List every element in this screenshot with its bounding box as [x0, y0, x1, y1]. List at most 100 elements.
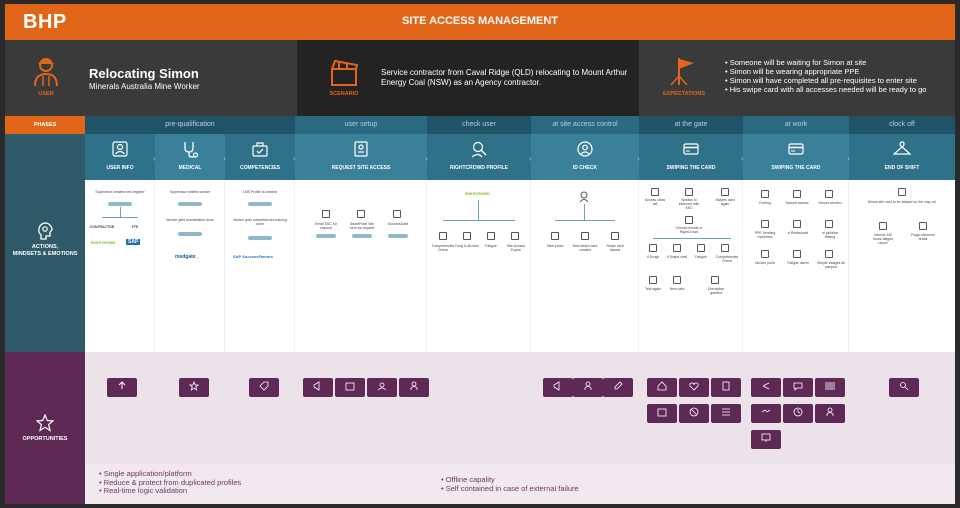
document-icon	[722, 381, 730, 391]
medgate-logo: medgate_	[175, 254, 199, 260]
edit-icon	[614, 381, 623, 390]
expectations-list: • Someone will be waiting for Simon at s…	[725, 58, 926, 94]
page-title: SITE ACCESS MANAGEMENT	[401, 15, 559, 27]
step-label: COMPETENCIES	[239, 165, 280, 171]
expectations-section: EXPECTATIONS • Someone will be waiting f…	[639, 40, 955, 116]
competencies-icon	[252, 142, 268, 157]
worker-icon	[34, 58, 58, 87]
opportunity-card[interactable]	[179, 378, 209, 397]
detail-competencies: LMS Profile is created Worker gets compe…	[225, 180, 295, 352]
end-shift-note: Flags minimum break	[911, 233, 935, 241]
work-activity: Fueling	[759, 201, 771, 205]
end-shift-note: Informs 240 hours fatigue report	[872, 233, 894, 245]
step-label: USER INFO	[106, 165, 134, 171]
opportunity-card[interactable]	[751, 404, 781, 423]
step-label: MEDICAL	[178, 165, 202, 171]
phase-at-the-gate: at the gate	[639, 116, 743, 134]
opportunity-card[interactable]	[751, 378, 781, 397]
opportunity-card[interactable]	[603, 378, 633, 397]
step-request-site-access: REQUEST SITE ACCESS	[295, 134, 427, 180]
fuel-icon	[761, 190, 769, 198]
barcode-icon	[825, 382, 835, 390]
opportunity-card[interactable]	[399, 378, 429, 397]
opportunity-card[interactable]	[543, 378, 573, 397]
summary-item: Single application/platform	[99, 469, 241, 479]
sap-logo: SAP	[126, 239, 141, 245]
summary-left-list: Single application/platform Reduce & pro…	[99, 469, 242, 496]
successgate-icon	[393, 210, 401, 218]
email-icon	[322, 210, 330, 218]
opportunity-card[interactable]	[679, 378, 709, 397]
opportunity-card[interactable]	[367, 378, 397, 397]
work-activity: Secure section	[818, 201, 842, 205]
badges-icon	[825, 250, 833, 258]
summary-item: Self contained in case of external failu…	[441, 484, 579, 494]
opportunity-card[interactable]	[711, 404, 741, 423]
star-icon	[189, 381, 199, 391]
special-access-icon	[793, 190, 801, 198]
sharepoint-icon	[357, 210, 365, 218]
connector-line	[555, 220, 615, 221]
opportunity-card[interactable]	[815, 378, 845, 397]
detail-end-of-shift: Drives site card to be swiped on the way…	[849, 180, 955, 352]
expectations-label: EXPECTATIONS	[663, 91, 705, 97]
id-check-step: Take photo	[546, 244, 564, 248]
opportunity-card[interactable]	[573, 378, 603, 397]
profile-check: Fatigue	[485, 244, 497, 248]
opportunity-card[interactable]	[335, 378, 365, 397]
person-icon	[826, 407, 834, 416]
opportunity-card[interactable]	[889, 378, 919, 397]
opportunity-card[interactable]	[647, 378, 677, 397]
opportunities-label-text: OPPORTUNITIES	[22, 436, 68, 442]
no-entry-icon	[689, 407, 699, 417]
profile-search-icon	[471, 141, 487, 158]
megaphone-icon	[553, 381, 560, 391]
opportunity-card[interactable]	[303, 378, 333, 397]
step-swiping-card-work: SWIPING THE CARD	[743, 134, 849, 180]
gate-outcome: Test again	[645, 287, 661, 291]
opportunity-card[interactable]	[249, 378, 279, 397]
work-activity: In pit/drive testing	[821, 231, 839, 239]
opportunity-card[interactable]	[647, 404, 677, 423]
opportunity-card[interactable]	[751, 430, 781, 449]
step-label: RIGHTCROWD PROFILE	[449, 165, 509, 171]
connector-line	[653, 238, 731, 239]
opportunity-card[interactable]	[711, 378, 741, 397]
arrow-icon: ›	[847, 154, 850, 163]
restaurant-icon	[793, 220, 801, 228]
detail-pill	[108, 202, 132, 206]
scenario-section: SCENARIO Service contractor from Caval R…	[297, 40, 639, 116]
detail-step: Worker gets examination done	[166, 218, 214, 222]
arrow-icon: ›	[293, 154, 296, 163]
site-access-expire-icon	[511, 232, 519, 240]
ppe-vending-icon	[761, 220, 769, 228]
detail-note: Supervisor notifies worker	[169, 190, 211, 194]
opportunity-card[interactable]	[783, 378, 813, 397]
chat-icon	[793, 382, 803, 391]
actions-row-label: ACTIONS, MINDSETS & EMOTIONS	[5, 134, 85, 352]
fatigue-icon	[487, 232, 495, 240]
persona-role: Minerals Australia Mine Worker	[89, 82, 200, 91]
clock-icon	[793, 407, 803, 417]
phase-user-setup: user setup	[295, 116, 427, 134]
detail-medical: Supervisor notifies worker Worker gets e…	[155, 180, 225, 352]
detail-step: Worker gets competencies training done	[233, 218, 287, 226]
opportunity-card[interactable]	[679, 404, 709, 423]
detail-note: LMS Profile is created	[242, 190, 278, 194]
summary-area: Single application/platform Reduce & pro…	[85, 464, 955, 504]
request-option: SuccessGate	[387, 222, 409, 226]
step-label: SWIPING THE CARD	[771, 165, 821, 171]
step-id-check: ID CHECK	[531, 134, 639, 180]
user-info-icon	[112, 141, 128, 157]
summary-item: Reduce & protect from duplicated profile…	[99, 478, 242, 488]
opportunity-card[interactable]	[107, 378, 137, 397]
share-icon	[762, 382, 770, 390]
gate-step: Access class fail	[644, 198, 666, 206]
work-activity: Special access	[785, 201, 809, 205]
opportunity-card[interactable]	[815, 404, 845, 423]
opportunity-card[interactable]	[783, 404, 813, 423]
gate-step: Swipes card again	[715, 198, 735, 206]
persona-section: USER Relocating Simon Minerals Australia…	[5, 40, 297, 116]
fatigue-alarm-icon	[793, 250, 801, 258]
detail-pill	[178, 232, 202, 236]
